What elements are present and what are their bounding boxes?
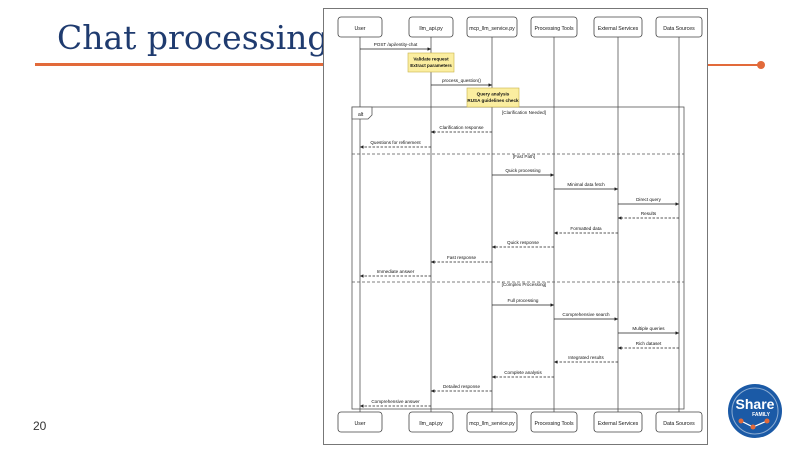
- logo-badge: [728, 384, 782, 438]
- message-label: Formatted data: [570, 226, 602, 231]
- participant-box: [337, 16, 383, 38]
- message-label: Multiple queries: [632, 326, 665, 331]
- participant-box: [593, 16, 643, 38]
- participant-box: [530, 16, 578, 38]
- message-label: Results: [641, 211, 657, 216]
- message-label: Quick processing: [505, 168, 541, 173]
- alt-guard: [Complex Processing]: [502, 282, 547, 287]
- participant-label: mcp_llm_service.py: [469, 421, 515, 427]
- participant-box: [337, 411, 383, 433]
- participant-box: [466, 16, 518, 38]
- note-text: Extract parameters: [410, 63, 452, 68]
- message-label: POST /api/entity-chat: [374, 42, 418, 47]
- alt-guard: [Fast Path]: [513, 154, 535, 159]
- alt-fragment: [351, 106, 685, 410]
- participant-label: User: [355, 26, 366, 32]
- message-label: Immediate answer: [377, 269, 415, 274]
- logo-subtext: FAMILY: [752, 412, 771, 418]
- title-underline: [35, 63, 323, 66]
- message-label: Detailed response: [443, 384, 480, 389]
- message-label: Direct query: [636, 197, 661, 202]
- participant-label: External Services: [598, 421, 639, 427]
- participant-box: [655, 411, 703, 433]
- participant-box: [593, 411, 643, 433]
- participant-box: [530, 411, 578, 433]
- participant-label: User: [355, 421, 366, 427]
- slide-title: Chat processing: [57, 18, 329, 57]
- accent-dot: [757, 61, 765, 69]
- message-label: Comprehensive search: [562, 312, 610, 317]
- logo-text: Share: [736, 396, 775, 412]
- message-label: Rich dataset: [636, 341, 662, 346]
- participant-label: External Services: [598, 26, 639, 32]
- page-number: 20: [33, 419, 47, 433]
- participant-box: [655, 16, 703, 38]
- share-family-logo: Share FAMILY: [727, 383, 783, 439]
- participant-box: [408, 411, 454, 433]
- participant-label: llm_api.py: [419, 26, 443, 32]
- message-label: Quick response: [507, 240, 539, 245]
- note-text: Query analysis: [477, 92, 510, 97]
- message-label: Fast response: [447, 255, 477, 260]
- message-label: Full processing: [508, 298, 539, 303]
- participant-label: llm_api.py: [419, 421, 443, 427]
- message-label: Comprehensive answer: [371, 399, 420, 404]
- note-box: [466, 87, 520, 108]
- participant-box: [408, 16, 454, 38]
- alt-label: alt: [358, 112, 364, 118]
- alt-guard: [Clarification Needed]: [502, 110, 546, 115]
- message-label: process_question(): [442, 78, 482, 83]
- message-label: Clarification response: [439, 125, 484, 130]
- message-label: Questions for refinement: [370, 140, 421, 145]
- participant-label: Processing Tools: [534, 26, 574, 32]
- note-text: Validate request: [413, 57, 449, 62]
- participant-box: [466, 411, 518, 433]
- alt-tab: [351, 106, 373, 120]
- participant-label: Processing Tools: [534, 421, 574, 427]
- note-text: RUSA guidelines check: [467, 98, 519, 103]
- message-label: Integrated results: [568, 355, 604, 360]
- participant-label: Data Sources: [663, 421, 695, 427]
- message-label: Complete analysis: [504, 370, 542, 375]
- participant-label: Data Sources: [663, 26, 695, 32]
- participant-label: mcp_llm_service.py: [469, 26, 515, 32]
- accent-line: [708, 64, 760, 66]
- note-box: [407, 52, 455, 73]
- message-label: Minimal data fetch: [567, 182, 605, 187]
